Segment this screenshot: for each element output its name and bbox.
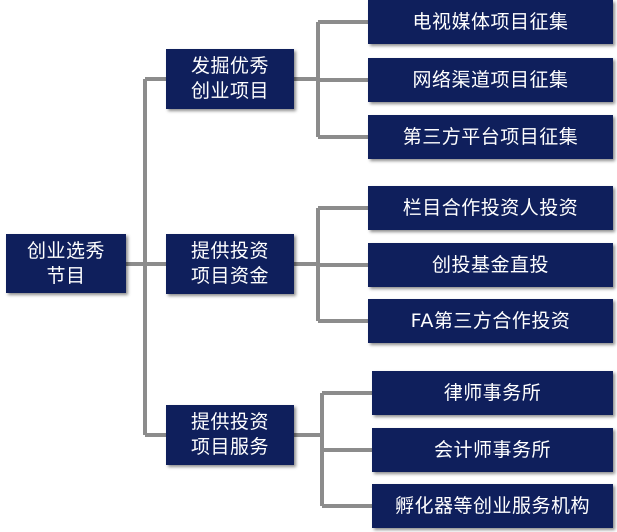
- leaf-node: 栏目合作投资人投资: [368, 186, 613, 230]
- leaf-node-label: 创投基金直投: [431, 253, 549, 276]
- branch-node-discover-projects: 发掘优秀 创业项目: [166, 49, 294, 109]
- branch-node-label: 发掘优秀 创业项目: [190, 55, 269, 102]
- leaf-node: 会计师事务所: [372, 428, 613, 472]
- leaf-node-label: 律师事务所: [443, 381, 542, 404]
- leaf-node-label: 栏目合作投资人投资: [402, 196, 579, 219]
- leaf-node: 创投基金直投: [368, 243, 613, 287]
- leaf-node-label: 网络渠道项目征集: [412, 68, 569, 91]
- leaf-node: 网络渠道项目征集: [368, 58, 613, 102]
- leaf-node: 第三方平台项目征集: [368, 115, 613, 159]
- leaf-node-label: 第三方平台项目征集: [402, 125, 579, 148]
- branch-node-label: 提供投资 项目资金: [190, 240, 269, 287]
- leaf-node-label: 电视媒体项目征集: [412, 10, 569, 33]
- leaf-node-label: FA第三方合作投资: [410, 309, 571, 332]
- leaf-node-label: 会计师事务所: [433, 438, 551, 461]
- branch-node-provide-services: 提供投资 项目服务: [166, 405, 294, 465]
- branch-node-label: 提供投资 项目服务: [190, 411, 269, 458]
- leaf-node: 律师事务所: [372, 371, 613, 415]
- leaf-node: 电视媒体项目征集: [368, 0, 613, 44]
- branch-node-provide-funding: 提供投资 项目资金: [166, 234, 294, 294]
- leaf-node-label: 孵化器等创业服务机构: [394, 494, 590, 517]
- root-node-label: 创业选秀 节目: [26, 239, 105, 287]
- leaf-node: 孵化器等创业服务机构: [372, 484, 613, 528]
- leaf-node: FA第三方合作投资: [368, 299, 613, 343]
- root-node: 创业选秀 节目: [6, 234, 126, 293]
